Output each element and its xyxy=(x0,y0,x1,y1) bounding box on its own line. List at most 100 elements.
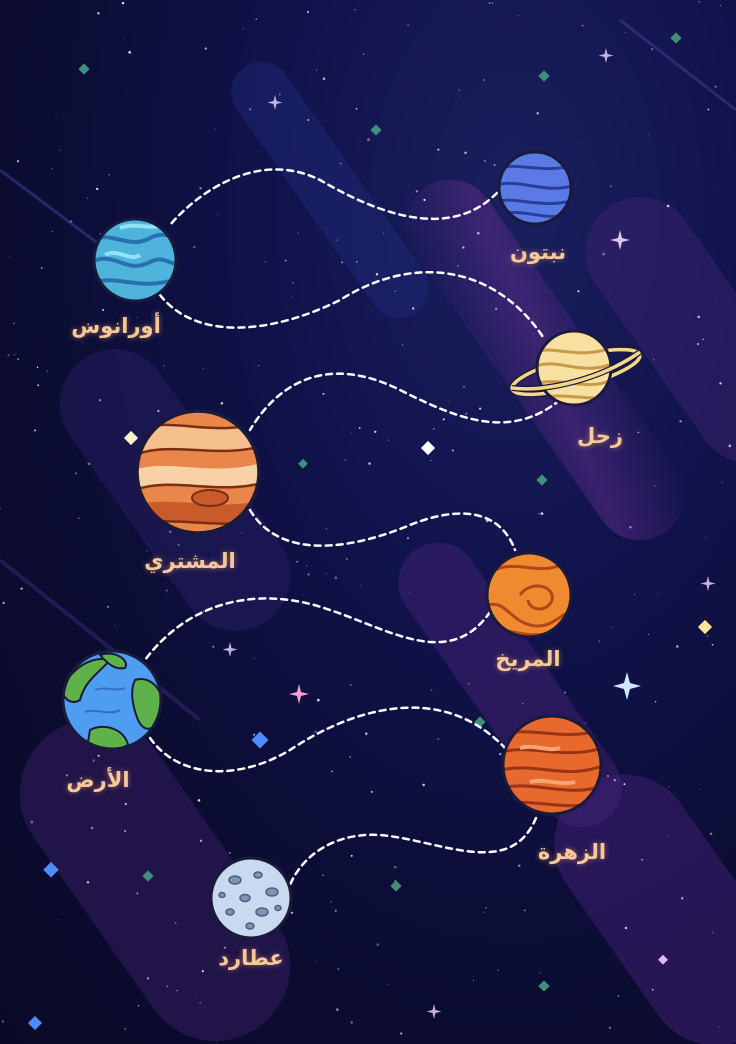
jupiter-label: المشتري xyxy=(144,549,236,573)
star-dot xyxy=(212,645,215,648)
mercury-planet[interactable] xyxy=(209,856,293,940)
star-dot xyxy=(97,12,100,15)
star-dot xyxy=(485,907,487,909)
star-dot xyxy=(668,785,670,787)
star-dot xyxy=(564,691,566,694)
star-dot xyxy=(400,1032,403,1035)
star-dot xyxy=(87,323,90,326)
diamond-specks xyxy=(27,32,713,1031)
star-dot xyxy=(258,365,260,366)
star-dot xyxy=(215,128,217,130)
star-dot xyxy=(307,11,309,14)
star-dot xyxy=(362,53,365,55)
earth-planet[interactable] xyxy=(61,649,163,751)
star-dot xyxy=(666,204,670,208)
star-dot xyxy=(337,968,340,971)
star-dot xyxy=(137,1005,140,1007)
path-venus-mercury xyxy=(288,816,538,887)
star-dot xyxy=(402,344,404,346)
star-dot xyxy=(358,427,361,429)
star-dot xyxy=(339,162,342,165)
star-dot xyxy=(59,149,61,151)
venus-label: الزهرة xyxy=(537,840,607,864)
uranus-planet[interactable] xyxy=(92,217,180,303)
star-dot xyxy=(458,89,461,91)
star-dot xyxy=(202,367,204,369)
star-dot xyxy=(197,799,201,802)
mars-label: المريخ xyxy=(495,647,561,671)
star-dot xyxy=(176,566,179,569)
star-dot xyxy=(344,459,347,461)
star-dot xyxy=(87,462,91,466)
star-dot xyxy=(607,774,609,777)
star-dot xyxy=(585,722,587,724)
star-dot xyxy=(654,700,657,703)
star-dot xyxy=(13,354,15,356)
star-dot xyxy=(539,972,541,974)
star-dot xyxy=(291,281,294,284)
star-dot xyxy=(223,946,226,949)
star-dot xyxy=(524,909,526,912)
star-dot xyxy=(407,24,409,26)
neptune-planet[interactable] xyxy=(495,150,575,226)
star-dot xyxy=(491,2,494,4)
star-dot xyxy=(334,909,337,912)
star-dot xyxy=(177,543,180,546)
star-dot xyxy=(331,770,333,773)
star-dot xyxy=(707,108,710,111)
star-dot xyxy=(17,358,20,361)
star-dot xyxy=(108,174,110,176)
star-dot xyxy=(9,255,11,257)
star-dot xyxy=(423,198,426,202)
star-dot xyxy=(433,428,435,430)
star-dot xyxy=(199,187,202,190)
star-dot xyxy=(322,77,326,81)
star-dot xyxy=(473,980,475,981)
jupiter-planet[interactable] xyxy=(135,409,265,535)
star-dot xyxy=(437,148,440,151)
star-dot xyxy=(7,354,10,357)
star-dot xyxy=(483,159,486,162)
star-dot xyxy=(698,1,700,3)
path-saturn-jupiter xyxy=(248,372,562,432)
star-dot xyxy=(517,864,521,868)
star-dot xyxy=(538,513,540,515)
saturn-planet[interactable] xyxy=(508,329,643,407)
star-dot xyxy=(163,365,165,367)
star-dot xyxy=(468,683,470,685)
star-dot xyxy=(306,564,308,567)
path-neptune-uranus xyxy=(168,168,499,227)
star-dot xyxy=(307,119,310,121)
star-dot xyxy=(69,220,73,223)
star-dot xyxy=(411,307,415,310)
star-dot xyxy=(124,1028,127,1030)
neptune-label: نبتون xyxy=(509,240,567,264)
saturn-label: زحل xyxy=(577,424,623,448)
star-dot xyxy=(136,892,139,895)
star-dot xyxy=(315,960,317,962)
star-dot xyxy=(653,358,655,361)
star-dot xyxy=(334,576,338,579)
venus-planet[interactable] xyxy=(501,714,603,816)
star-dot xyxy=(217,214,218,215)
star-dot xyxy=(202,610,204,612)
star-dot xyxy=(383,232,385,234)
star-dot xyxy=(297,232,299,234)
star-dot xyxy=(99,232,101,235)
star-dot xyxy=(714,85,717,88)
star-dot xyxy=(107,605,109,608)
star-dot xyxy=(581,142,583,144)
star-dot xyxy=(351,432,353,434)
star-dot xyxy=(157,409,160,412)
mars-planet[interactable] xyxy=(485,551,573,639)
star-dot xyxy=(613,779,616,782)
star-dot xyxy=(181,787,183,789)
path-mars-earth xyxy=(143,597,492,662)
star-dot xyxy=(481,7,483,9)
star-dot xyxy=(483,79,485,81)
star-dot xyxy=(216,1042,218,1043)
star-dot xyxy=(533,333,534,335)
star-dot xyxy=(165,589,168,592)
star-dot xyxy=(204,47,207,50)
star-dot xyxy=(637,431,640,434)
